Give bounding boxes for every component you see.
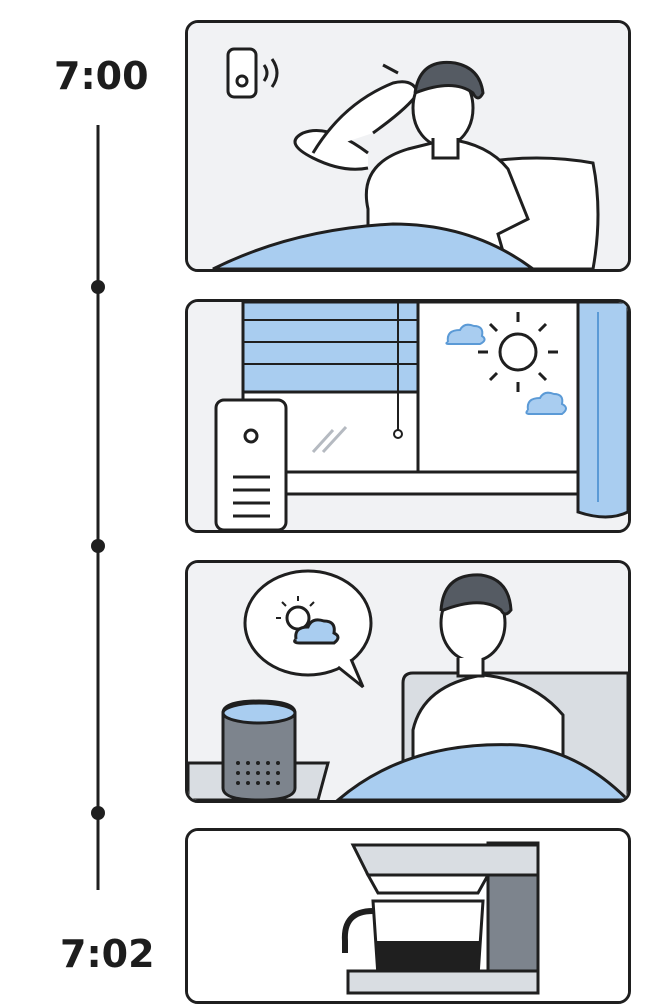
panel-blinds-open <box>185 299 631 533</box>
timeline-dot <box>91 539 105 553</box>
coffee-maker-icon <box>341 841 540 995</box>
window-blinds-icon <box>241 302 420 439</box>
smart-speaker-icon <box>221 699 297 800</box>
timeline-dot <box>91 280 105 294</box>
panel-weather-report <box>185 560 631 803</box>
timeline-end-time: 7:02 <box>60 932 155 976</box>
panel-alarm-wake <box>185 20 631 272</box>
weather-bubble-icon <box>243 569 373 689</box>
timeline-start-time: 7:00 <box>54 54 149 98</box>
timeline-dot <box>91 806 105 820</box>
sun-icon <box>478 312 558 392</box>
smart-alarm-icon <box>226 47 279 99</box>
panel-coffee-brew <box>185 828 631 1004</box>
timeline <box>91 125 105 890</box>
